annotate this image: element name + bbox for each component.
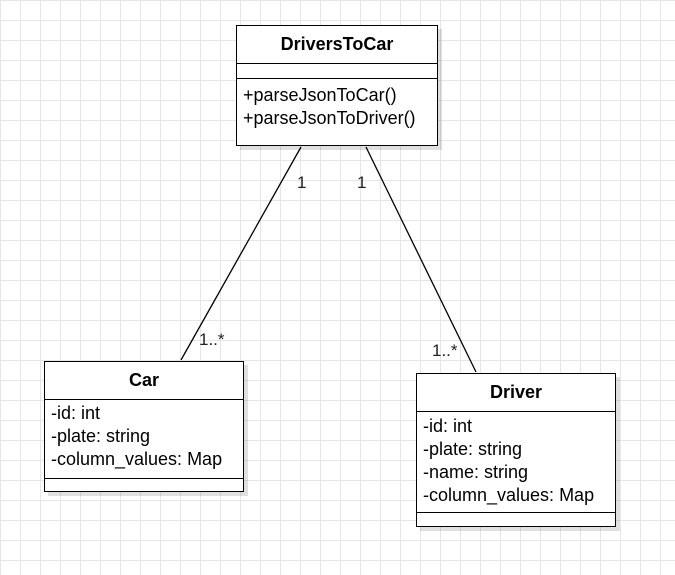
class-driver[interactable]: Driver -id: int -plate: string -name: st… (416, 373, 616, 527)
association-line-car[interactable] (180, 146, 302, 361)
class-drivers-to-car[interactable]: DriversToCar +parseJsonToCar() +parseJso… (236, 25, 438, 146)
attribute-row: -column_values: Map (423, 485, 595, 505)
attribute-row: -column_values: Map (51, 449, 223, 469)
multiplicity-drivers-to-car-car-end: 1 (297, 173, 307, 192)
class-name-car: Car (45, 362, 243, 400)
association-line-driver[interactable] (365, 146, 477, 373)
attribute-row: -name: string (423, 462, 529, 482)
attribute-row: -id: int (51, 403, 101, 423)
class-name-driver: Driver (417, 374, 615, 412)
multiplicity-driver-end: 1..* (432, 341, 458, 360)
class-car[interactable]: Car -id: int -plate: string -column_valu… (44, 361, 244, 492)
operation-row: +parseJsonToDriver() (243, 108, 416, 128)
multiplicity-car-end: 1..* (199, 330, 225, 349)
attribute-row: -id: int (423, 416, 473, 436)
operations-section-drivers-to-car: +parseJsonToCar() +parseJsonToDriver() (237, 79, 437, 130)
attributes-section-driver: -id: int -plate: string -name: string -c… (417, 412, 615, 513)
multiplicity-drivers-to-car-driver-end: 1 (357, 173, 367, 192)
attributes-section-drivers-to-car (237, 64, 437, 79)
attribute-row: -plate: string (423, 439, 523, 459)
class-name-drivers-to-car: DriversToCar (237, 26, 437, 64)
operation-row: +parseJsonToCar() (243, 85, 397, 105)
attribute-row: -plate: string (51, 426, 151, 446)
attributes-section-car: -id: int -plate: string -column_values: … (45, 400, 243, 479)
